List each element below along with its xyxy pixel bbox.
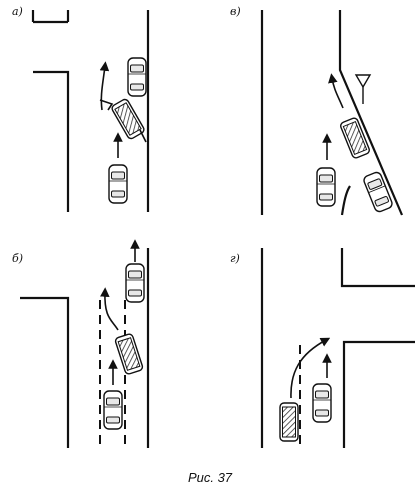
- panel-b-label: б): [12, 252, 23, 265]
- car: [361, 170, 395, 214]
- path-arrow: [290, 337, 331, 399]
- hatched-car: [338, 116, 372, 160]
- car: [127, 57, 147, 97]
- road-edge: [340, 248, 415, 288]
- skid-mark: [99, 99, 114, 111]
- road-edge: [342, 340, 415, 448]
- road-edge: [20, 296, 70, 448]
- road-edge: [338, 10, 404, 216]
- car: [316, 167, 336, 207]
- car: [108, 164, 128, 204]
- path-arrow: [328, 73, 344, 109]
- skid-mark: [139, 129, 147, 143]
- path-arrow: [100, 287, 119, 331]
- hatched-car: [279, 402, 299, 442]
- panel-a: а): [12, 5, 150, 212]
- hatched-car: [113, 332, 145, 376]
- yield-sign-icon: [354, 74, 372, 89]
- panel-a-label: а): [12, 5, 23, 18]
- car: [125, 263, 145, 303]
- panel-b: б): [12, 239, 150, 448]
- panel-v: в): [230, 5, 404, 216]
- car: [312, 383, 332, 423]
- hatched-car: [110, 97, 146, 141]
- path-arrow: [99, 61, 110, 111]
- road-edge: [340, 185, 351, 216]
- car: [103, 390, 123, 430]
- figure-caption: Рис. 37: [188, 470, 233, 485]
- panel-v-label: в): [230, 5, 241, 18]
- road-edge: [33, 70, 70, 212]
- panel-g: г): [230, 248, 415, 448]
- panel-g-label: г): [230, 252, 240, 265]
